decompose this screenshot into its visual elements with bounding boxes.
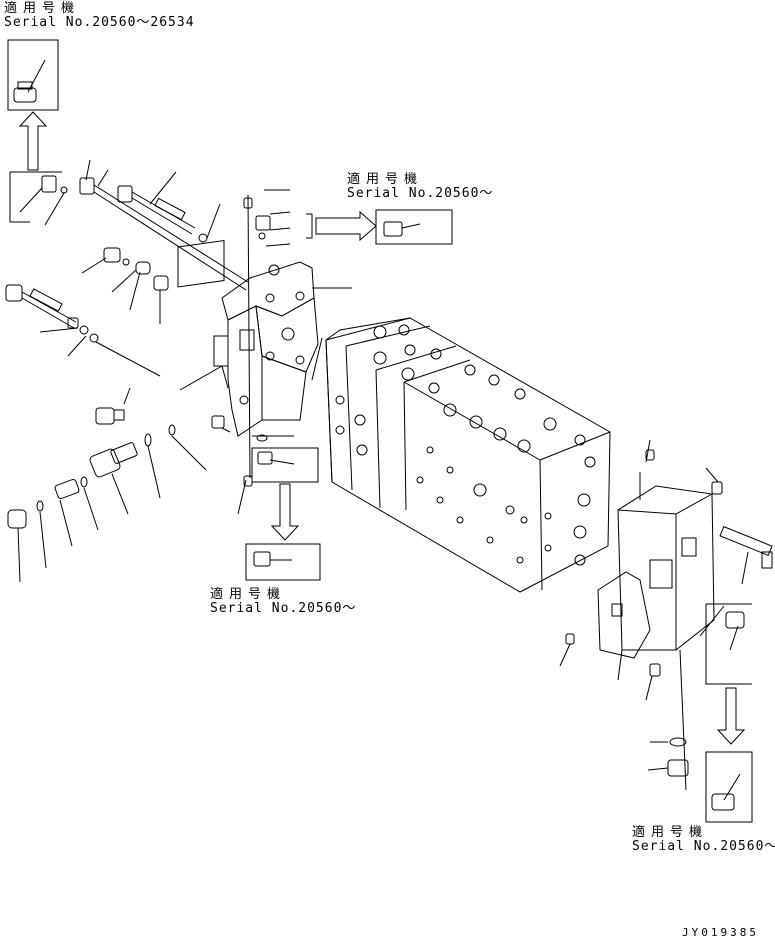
through-bolt-2 <box>118 172 220 242</box>
right-end-plate <box>560 440 772 790</box>
main-valve-body <box>326 318 610 592</box>
detail-box-right-bottom <box>706 752 752 822</box>
note-2: 適用号機 Serial No.20560～ <box>347 173 493 201</box>
fitting-row-2 <box>96 388 206 498</box>
note-4-serial: Serial No.20560～ <box>632 839 775 854</box>
through-bolt-1 <box>80 160 248 290</box>
detail-box-top-left <box>8 40 58 110</box>
drawing-code: JY019385 <box>682 926 759 939</box>
note-1-jp: 適用号機 <box>4 1 81 16</box>
note-3-jp: 適用号機 <box>210 587 287 602</box>
note-3-serial: Serial No.20560～ <box>210 601 357 616</box>
detail-box-center-bottom <box>246 544 320 580</box>
arrow-up-left <box>20 112 46 170</box>
fitting-row-1 <box>82 241 224 324</box>
arrow-down-right <box>718 688 744 744</box>
arrow-down-center <box>272 484 298 540</box>
note-1-serial: Serial No.20560～26534 <box>4 15 195 30</box>
detail-box-center-top <box>306 210 452 244</box>
relief-valve-cartridge <box>89 442 138 514</box>
long-bolt-left <box>6 285 160 376</box>
end-cover-assembly <box>180 190 352 514</box>
note-2-jp: 適用号機 <box>347 172 424 187</box>
note-4: 適用号機 Serial No.20560～ <box>632 826 775 854</box>
note-3: 適用号機 Serial No.20560～ <box>210 588 356 616</box>
plug-top-left <box>20 176 67 225</box>
valve-plug-set <box>8 477 98 582</box>
note-4-jp: 適用号機 <box>632 825 709 840</box>
note-2-serial: Serial No.20560～ <box>347 186 494 201</box>
detail-box-center-mid <box>252 448 318 482</box>
note-1: 適用号機 Serial No.20560～26534 <box>4 2 195 30</box>
bracket-left <box>10 172 62 222</box>
